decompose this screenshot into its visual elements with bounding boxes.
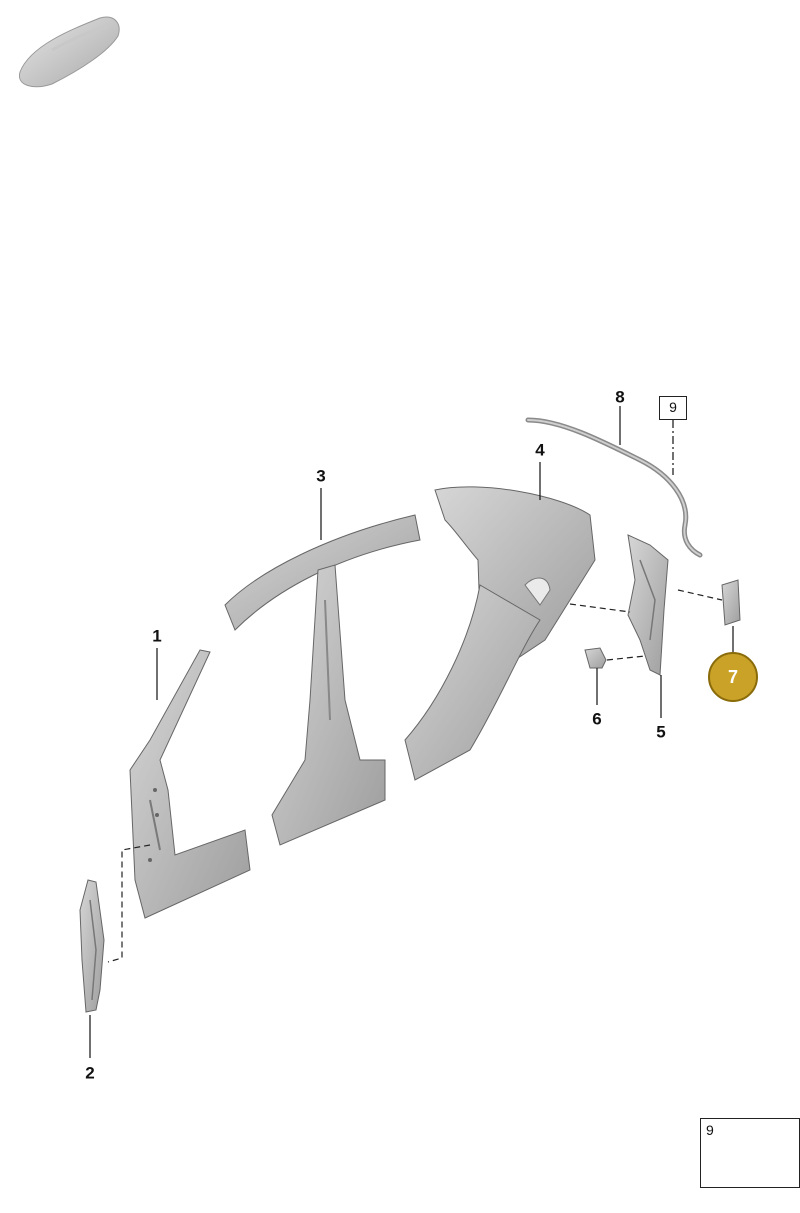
part-8-seal-strip[interactable] (525, 417, 703, 558)
callout-9-box[interactable]: 9 (659, 396, 687, 420)
part-7-cover-plate[interactable] (721, 579, 741, 626)
part-5-rear-inner-bracket[interactable] (627, 534, 669, 676)
detail-inset-9[interactable]: 9 (700, 1118, 800, 1188)
part-1-a-pillar[interactable] (129, 649, 251, 919)
callout-6[interactable]: 6 (592, 709, 602, 729)
callout-4[interactable]: 4 (535, 440, 545, 460)
part-3-roof-rail-b-pillar[interactable] (224, 514, 421, 846)
callout-3[interactable]: 3 (316, 466, 326, 486)
leader-lines (89, 406, 734, 1058)
part-2-reinforcement[interactable] (79, 879, 105, 1013)
part-6-small-bracket[interactable] (584, 647, 607, 669)
callout-8[interactable]: 8 (615, 387, 625, 407)
inset-label: 9 (706, 1122, 714, 1138)
callout-5[interactable]: 5 (656, 722, 666, 742)
callout-7-highlighted[interactable]: 7 (708, 652, 758, 702)
callout-1[interactable]: 1 (152, 626, 162, 646)
assembly-dashed-lines (107, 589, 723, 963)
car-silhouette-icon[interactable] (18, 16, 120, 88)
callout-2[interactable]: 2 (85, 1063, 95, 1083)
part-4-rear-quarter-panel[interactable] (404, 486, 596, 781)
